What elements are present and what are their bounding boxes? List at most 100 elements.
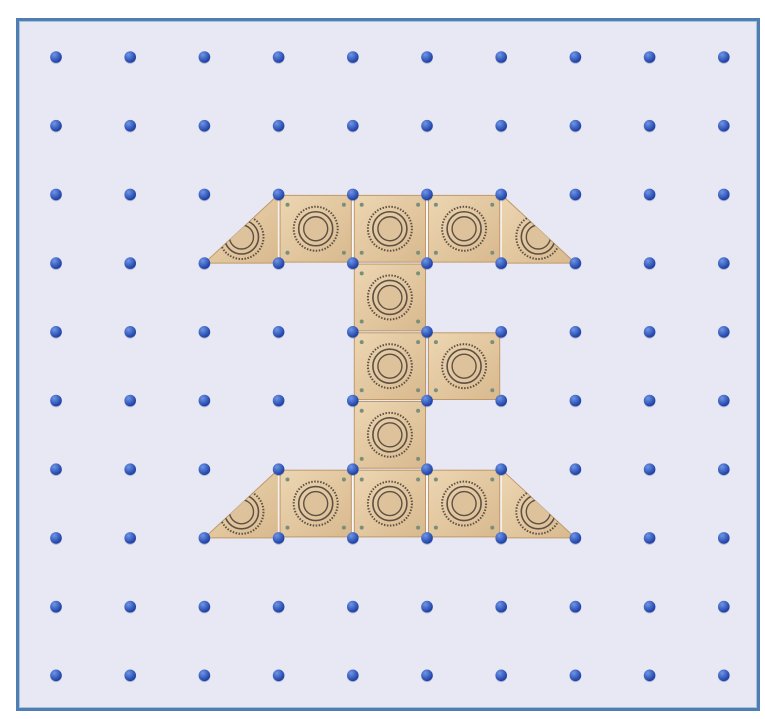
tile-square[interactable] xyxy=(350,398,430,473)
tile-square[interactable] xyxy=(276,191,356,266)
peg[interactable] xyxy=(124,601,136,613)
peg[interactable] xyxy=(199,463,211,475)
peg[interactable] xyxy=(199,601,211,613)
peg[interactable] xyxy=(421,532,433,544)
peg[interactable] xyxy=(495,257,507,269)
peg[interactable] xyxy=(50,670,62,682)
peg[interactable] xyxy=(644,601,656,613)
peg[interactable] xyxy=(421,120,433,132)
tile-square[interactable] xyxy=(350,191,430,266)
peg[interactable] xyxy=(50,601,62,613)
peg[interactable] xyxy=(124,257,136,269)
peg[interactable] xyxy=(273,532,285,544)
peg[interactable] xyxy=(347,189,359,201)
peg[interactable] xyxy=(124,120,136,132)
peg[interactable] xyxy=(644,257,656,269)
peg[interactable] xyxy=(718,395,730,407)
peg[interactable] xyxy=(570,120,582,132)
tile-square[interactable] xyxy=(350,260,430,335)
peg[interactable] xyxy=(570,670,582,682)
peg[interactable] xyxy=(718,532,730,544)
peg[interactable] xyxy=(199,51,211,63)
peg[interactable] xyxy=(495,326,507,338)
peg[interactable] xyxy=(124,670,136,682)
peg[interactable] xyxy=(124,395,136,407)
peg[interactable] xyxy=(50,463,62,475)
peg[interactable] xyxy=(50,395,62,407)
peg[interactable] xyxy=(570,51,582,63)
tile-triangle-left[interactable] xyxy=(201,191,281,266)
peg[interactable] xyxy=(199,395,211,407)
peg[interactable] xyxy=(273,395,285,407)
tile-triangle-left[interactable] xyxy=(201,466,281,541)
peg[interactable] xyxy=(570,189,582,201)
peg[interactable] xyxy=(50,120,62,132)
peg[interactable] xyxy=(199,532,211,544)
peg[interactable] xyxy=(199,670,211,682)
peg[interactable] xyxy=(124,463,136,475)
peg[interactable] xyxy=(124,532,136,544)
peg[interactable] xyxy=(718,463,730,475)
peg[interactable] xyxy=(421,463,433,475)
peg[interactable] xyxy=(570,532,582,544)
peg[interactable] xyxy=(644,51,656,63)
tile-square[interactable] xyxy=(350,466,430,541)
peg[interactable] xyxy=(718,601,730,613)
peg[interactable] xyxy=(718,670,730,682)
tile-square[interactable] xyxy=(424,466,504,541)
peg[interactable] xyxy=(124,189,136,201)
tile-triangle-right[interactable] xyxy=(498,466,578,541)
peg[interactable] xyxy=(124,326,136,338)
peg[interactable] xyxy=(570,395,582,407)
peg[interactable] xyxy=(347,257,359,269)
peg[interactable] xyxy=(421,189,433,201)
peg[interactable] xyxy=(421,326,433,338)
peg[interactable] xyxy=(718,120,730,132)
peg[interactable] xyxy=(421,395,433,407)
peg[interactable] xyxy=(421,601,433,613)
peg[interactable] xyxy=(495,670,507,682)
peg[interactable] xyxy=(199,326,211,338)
peg[interactable] xyxy=(495,463,507,475)
peg[interactable] xyxy=(718,51,730,63)
peg[interactable] xyxy=(644,395,656,407)
tile-triangle-right[interactable] xyxy=(498,191,578,266)
peg[interactable] xyxy=(644,120,656,132)
peg[interactable] xyxy=(421,51,433,63)
peg[interactable] xyxy=(718,189,730,201)
peg[interactable] xyxy=(273,326,285,338)
peg[interactable] xyxy=(273,463,285,475)
peg[interactable] xyxy=(495,120,507,132)
peg[interactable] xyxy=(718,326,730,338)
peg[interactable] xyxy=(347,120,359,132)
peg[interactable] xyxy=(50,532,62,544)
peg[interactable] xyxy=(273,257,285,269)
peg[interactable] xyxy=(644,463,656,475)
peg[interactable] xyxy=(421,257,433,269)
peg[interactable] xyxy=(570,601,582,613)
peg[interactable] xyxy=(273,670,285,682)
peg[interactable] xyxy=(347,395,359,407)
peg[interactable] xyxy=(273,51,285,63)
peg[interactable] xyxy=(644,326,656,338)
tile-square[interactable] xyxy=(350,329,430,404)
peg[interactable] xyxy=(199,120,211,132)
peg[interactable] xyxy=(644,532,656,544)
peg[interactable] xyxy=(495,51,507,63)
peg[interactable] xyxy=(495,532,507,544)
peg[interactable] xyxy=(570,257,582,269)
peg[interactable] xyxy=(273,120,285,132)
tile-square[interactable] xyxy=(276,466,356,541)
peg[interactable] xyxy=(347,532,359,544)
peg[interactable] xyxy=(570,463,582,475)
peg[interactable] xyxy=(199,189,211,201)
peg[interactable] xyxy=(347,326,359,338)
peg[interactable] xyxy=(570,326,582,338)
peg[interactable] xyxy=(495,395,507,407)
tile-square[interactable] xyxy=(424,329,504,404)
peg[interactable] xyxy=(273,189,285,201)
peg[interactable] xyxy=(495,189,507,201)
peg[interactable] xyxy=(347,51,359,63)
peg[interactable] xyxy=(50,51,62,63)
peg[interactable] xyxy=(644,189,656,201)
